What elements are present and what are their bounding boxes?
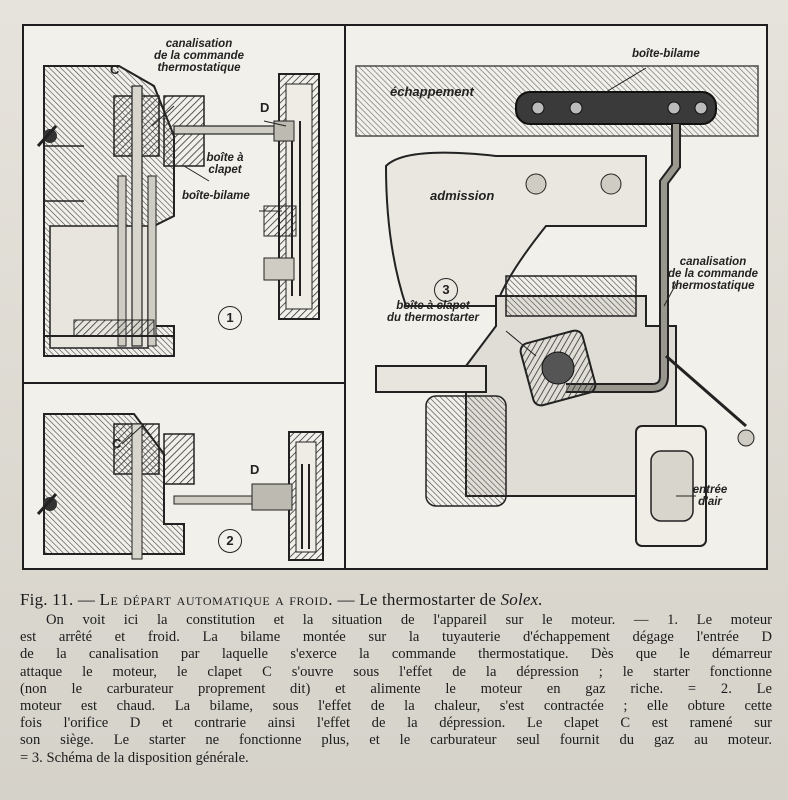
panel-2-hot-engine: C D 2 [24,384,346,568]
label-d-1: D [260,100,270,115]
caption-line-3: de la canalisation par laquelle s'exerce… [20,646,772,663]
figure-number-label: Fig. 11. [20,590,74,609]
title-smallcaps: Le départ automatique a froid. [99,590,334,609]
caption-line-5: (non le carburateur proprement dit) et a… [20,680,772,697]
label-boite-clapet-3: boîte à clapet du thermostarter [386,300,480,324]
caption-line-9: = 3. Schéma de la disposition générale. [20,749,249,766]
label-echappement: échappement [390,84,474,99]
figure-number-3: 3 [434,278,458,302]
label-entree-air: entrée d'air [692,484,728,508]
figure-number-1: 1 [218,306,242,330]
label-boite-clapet-1: boîte à clapet [206,152,244,176]
title-dash: — [73,590,100,609]
caption-line-2: est arrêté et froid. La bilame montée su… [20,629,772,646]
title-dash-2: — Le thermostarter de [333,590,501,609]
caption-line-8: son siège. Le starter ne fonctionne plus… [20,732,772,749]
caption-line-1: On voit ici la constitution et la situat… [46,612,772,628]
label-boite-bilame-1: boîte-bilame [182,190,250,202]
panel-1-cold-engine: canalisation de la commande thermostatiq… [24,26,346,384]
label-canalisation-1: canalisation de la commande thermostatiq… [153,38,245,74]
caption-body: On voit ici la constitution et la situat… [20,612,772,767]
caption-line-7: fois l'orifice D et contrarie ainsi l'ef… [20,715,772,732]
caption-line-6: moteur est chaud. La bilame, sous l'effe… [20,698,772,715]
label-canalisation-3: canalisation de la commande thermostatiq… [667,256,759,292]
caption-title: Fig. 11. — Le départ automatique a froid… [20,590,772,610]
panel-3-layout: boîte-bilame échappement admission canal… [346,26,766,568]
figure-number-2: 2 [218,529,242,553]
label-d-2: D [250,462,260,477]
label-c-1: C [110,62,120,77]
label-c-2: C [112,436,122,451]
panel-2-drawing [36,413,324,561]
figure-frame: canalisation de la commande thermostatiq… [22,24,768,570]
label-admission: admission [430,188,495,203]
panel-1-drawing [36,65,320,357]
caption-line-4: attaque le moteur, le clapet C s'ouvre s… [20,663,772,680]
brand-name: Solex. [500,590,543,609]
panel-3-drawing [355,65,759,547]
label-boite-bilame-3: boîte-bilame [632,48,700,60]
